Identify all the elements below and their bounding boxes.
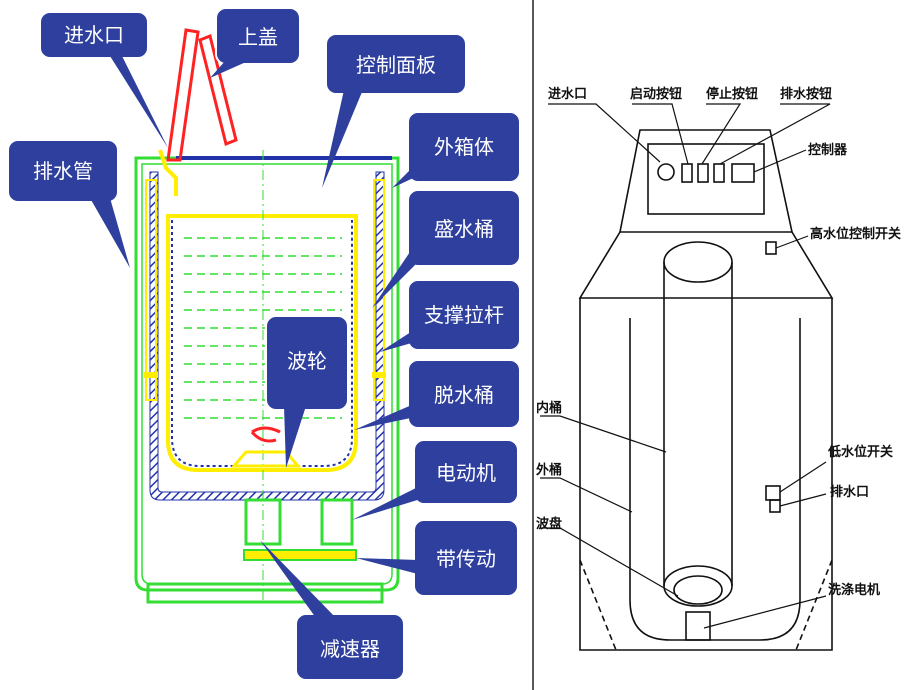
callout-pulsator <box>265 315 349 411</box>
rod-bracket-right <box>372 372 386 378</box>
motor-body <box>320 498 354 546</box>
callout-outer-case <box>407 111 521 183</box>
right-washer-diagram <box>540 103 834 651</box>
inlet-pipe <box>158 149 178 196</box>
callout-motor <box>413 439 519 505</box>
left-washer-diagram: 进水口 上盖 控制面板 排水管 外箱体 盛水桶 支撑拉杆 波轮 <box>7 7 521 681</box>
outer-tub <box>629 318 801 641</box>
label-controller: 控制器 <box>808 142 848 158</box>
callout-reducer <box>295 613 405 681</box>
label-pulsator: 波轮 <box>287 349 327 373</box>
start-button-icon <box>657 163 675 181</box>
label-start-button: 启动按钮 <box>630 86 682 102</box>
callout-inlet <box>39 11 149 59</box>
leader-lines <box>540 103 831 629</box>
label-low-level-switch: 低水位开关 <box>827 444 893 460</box>
callout-drain-pipe <box>7 139 119 203</box>
label-inlet: 进水口 <box>64 23 124 47</box>
label-control-panel: 控制面板 <box>356 53 436 77</box>
high-water-switch-icon <box>765 241 777 255</box>
label-drain-outlet: 排水口 <box>830 484 869 500</box>
label-inner-tub: 内桶 <box>536 400 562 416</box>
controller-box-icon <box>731 163 755 183</box>
control-window <box>647 143 765 215</box>
callout-control-panel <box>325 33 467 95</box>
pulsator-rotation-arrow <box>250 426 281 443</box>
pulsator-disc-inner <box>673 575 723 605</box>
label-r-inlet: 进水口 <box>548 86 587 102</box>
drain-outlet-icon <box>769 499 781 513</box>
button-rect-2 <box>697 163 709 183</box>
label-spin-tub: 脱水桶 <box>434 383 494 407</box>
water-tub-hatch <box>149 171 385 501</box>
label-high-level-switch: 高水位控制开关 <box>810 226 901 242</box>
wash-motor-icon <box>685 611 711 641</box>
rod-bracket-left <box>144 372 158 378</box>
label-reducer: 减速器 <box>320 637 380 661</box>
belt-drive <box>243 549 357 561</box>
label-outer-case: 外箱体 <box>434 135 494 159</box>
label-outer-tub: 外桶 <box>535 462 562 478</box>
pulsator-disc <box>663 565 733 607</box>
label-water-tub: 盛水桶 <box>434 217 494 241</box>
callout-belt-drive <box>413 519 519 597</box>
control-box <box>619 129 793 233</box>
label-motor: 电动机 <box>436 461 496 485</box>
body-shoulder <box>578 231 834 299</box>
label-belt-drive: 带传动 <box>436 547 496 571</box>
label-drain-pipe: 排水管 <box>33 159 93 183</box>
inner-tub-top <box>663 241 733 283</box>
callout-water-tub <box>407 189 521 267</box>
body-dashed-inner <box>579 559 833 651</box>
spin-tub <box>166 214 358 472</box>
low-water-switch-icon <box>765 485 781 501</box>
callout-lid <box>215 7 301 65</box>
body-outline <box>579 298 833 651</box>
base-feet <box>146 582 384 604</box>
button-rect-3 <box>713 163 725 183</box>
lid <box>166 28 238 162</box>
right-labels: 进水口 启动按钮 停止按钮 排水按钮 控制器 高水位控制开关 内桶 外桶 低水位… <box>535 86 901 598</box>
inner-tub-body <box>663 262 733 586</box>
label-r-pulsator: 波盘 <box>536 516 562 532</box>
support-rod-left <box>145 179 157 401</box>
button-rect-1 <box>681 163 693 183</box>
label-stop-button: 停止按钮 <box>706 86 758 102</box>
callout-spin-tub <box>407 359 521 429</box>
label-wash-motor: 洗涤电机 <box>828 582 880 598</box>
support-rod-right <box>373 179 385 401</box>
callout-support-rod <box>407 279 521 351</box>
outer-case-outline <box>134 156 400 592</box>
label-support-rod: 支撑拉杆 <box>424 303 504 327</box>
label-lid: 上盖 <box>238 25 278 49</box>
label-drain-button: 排水按钮 <box>780 86 832 102</box>
